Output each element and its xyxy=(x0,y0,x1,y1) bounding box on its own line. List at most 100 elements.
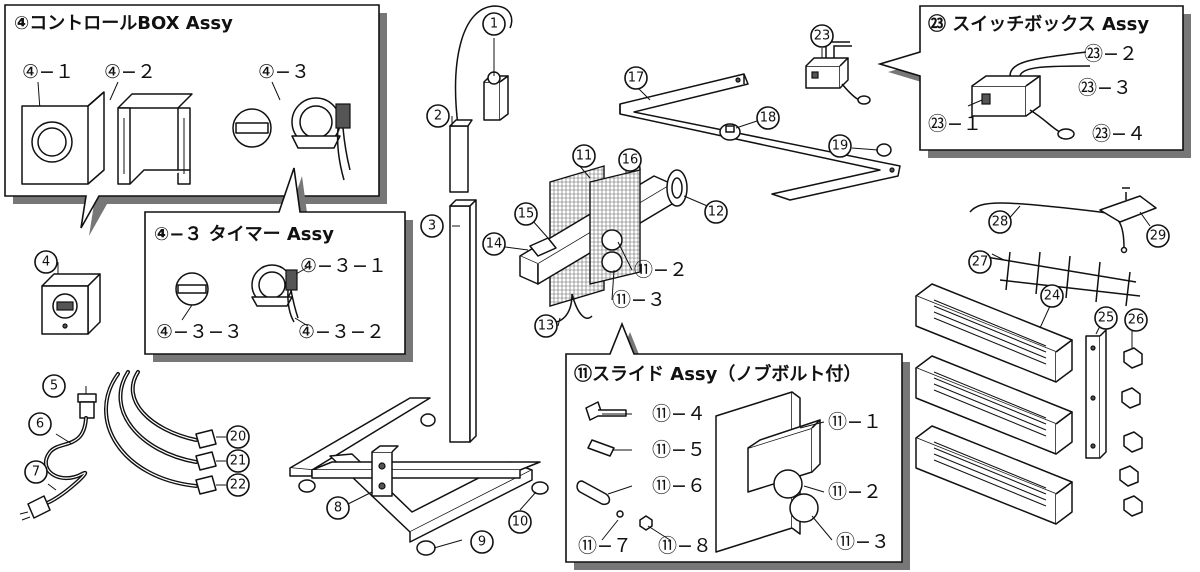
main-callout-11-3: ⑪−３ xyxy=(612,289,666,311)
timer-knob xyxy=(232,108,272,148)
part-marker-26: 26 xyxy=(1124,308,1148,332)
slide-assy-panel: ⑪スライド Assy（ノブボルト付） ⑪−４ ⑪−５ ⑪−６ ⑪−７ ⑪−８ ⑪… xyxy=(565,321,910,570)
part-marker-3: 3 xyxy=(420,214,444,238)
callout-23-2: ㉓−２ xyxy=(1084,43,1138,65)
svg-text:9: 9 xyxy=(478,535,486,550)
heater-panel-1 xyxy=(915,283,1073,383)
part-marker-21: 21 xyxy=(226,449,250,473)
svg-text:25: 25 xyxy=(1098,311,1115,326)
part-marker-7: 7 xyxy=(24,460,48,484)
heater-panel-3 xyxy=(915,425,1073,525)
svg-text:29: 29 xyxy=(1150,229,1167,244)
timer-unit-small xyxy=(251,264,299,323)
callout-4-3: ④−３ xyxy=(258,61,310,83)
callout-4-1: ④−１ xyxy=(22,61,74,83)
lamp-frame xyxy=(619,73,901,201)
callout-11-2: ⑪−２ xyxy=(828,481,882,503)
part-marker-2: 2 xyxy=(426,104,450,128)
callout-4-3-3: ④−３−３ xyxy=(156,321,243,343)
svg-text:6: 6 xyxy=(36,417,44,432)
stand-pole-upper xyxy=(449,5,513,193)
power-cord xyxy=(19,393,97,521)
svg-text:19: 19 xyxy=(832,139,849,154)
part-marker-10: 10 xyxy=(508,510,532,534)
svg-text:23: 23 xyxy=(814,29,831,44)
bracket-plate xyxy=(1085,329,1107,459)
part-marker-25: 25 xyxy=(1094,306,1118,330)
part-marker-9: 9 xyxy=(470,530,494,554)
callout-11-7: ⑪−７ xyxy=(578,535,632,557)
part-marker-16: 16 xyxy=(618,148,642,172)
svg-text:14: 14 xyxy=(486,237,503,252)
part-marker-22: 22 xyxy=(226,473,250,497)
lamp-hanger xyxy=(483,71,509,121)
control-box-front xyxy=(21,91,105,185)
svg-text:1: 1 xyxy=(490,17,498,32)
part-marker-28: 28 xyxy=(988,210,1012,234)
part-marker-23: 23 xyxy=(810,24,834,48)
callout-11-4: ⑪−４ xyxy=(652,403,706,425)
callout-11-3: ⑪−３ xyxy=(836,531,890,553)
lamp-cables xyxy=(104,370,217,495)
part-marker-5: 5 xyxy=(42,374,66,398)
svg-text:8: 8 xyxy=(334,501,342,516)
heater-panel-2 xyxy=(915,355,1073,455)
part-marker-19: 19 xyxy=(828,134,852,158)
part-marker-18: 18 xyxy=(756,106,780,130)
heater-wire xyxy=(969,187,1157,254)
svg-text:12: 12 xyxy=(708,205,725,220)
svg-text:28: 28 xyxy=(992,215,1009,230)
callout-11-1: ⑪−１ xyxy=(828,411,882,433)
control-box-title: ④コントロールBOX Assy xyxy=(14,13,233,34)
callout-23-4: ㉓−４ xyxy=(1092,123,1146,145)
svg-text:7: 7 xyxy=(32,465,40,480)
part-marker-4: 4 xyxy=(34,250,58,274)
part-marker-24: 24 xyxy=(1040,284,1064,308)
timer-assy-panel: ④−３ タイマー Assy ④−３−１ ④−３−２ ④−３−３ xyxy=(144,167,413,362)
part-marker-6: 6 xyxy=(28,412,52,436)
callout-11-8: ⑪−８ xyxy=(658,535,712,557)
callout-23-1: ㉓−１ xyxy=(928,113,982,135)
part-marker-13: 13 xyxy=(534,314,558,338)
svg-text:26: 26 xyxy=(1128,313,1145,328)
timer-unit xyxy=(291,97,351,181)
stand-base xyxy=(289,397,549,556)
svg-text:24: 24 xyxy=(1044,289,1061,304)
svg-text:27: 27 xyxy=(972,255,989,270)
stand-pole-lower xyxy=(449,199,477,443)
svg-text:21: 21 xyxy=(230,454,247,469)
part-marker-8: 8 xyxy=(326,496,350,520)
part-marker-20: 20 xyxy=(226,425,250,449)
switch-box-assy-panel: ㉓ スイッチボックス Assy ㉓−２ ㉓−３ ㉓−１ ㉓−４ xyxy=(877,5,1191,158)
svg-text:3: 3 xyxy=(428,219,436,234)
svg-text:16: 16 xyxy=(622,153,639,168)
part-marker-27: 27 xyxy=(968,250,992,274)
main-callout-11-2: ⑪−２ xyxy=(634,259,688,281)
svg-text:11: 11 xyxy=(576,149,593,164)
callout-11-6: ⑪−６ xyxy=(652,475,706,497)
svg-text:2: 2 xyxy=(434,109,442,124)
control-box-cover xyxy=(117,93,193,185)
control-box-assy-panel: ④コントロールBOX Assy ④−１ ④−２ ④−３ xyxy=(4,4,387,236)
slide-plate-detail xyxy=(715,391,821,553)
part-marker-15: 15 xyxy=(514,202,538,226)
part-marker-17: 17 xyxy=(624,66,648,90)
timer-knob-small xyxy=(175,272,209,306)
svg-text:10: 10 xyxy=(512,515,529,530)
switch-box-title: ㉓ スイッチボックス Assy xyxy=(928,13,1149,35)
part-marker-14: 14 xyxy=(482,232,506,256)
svg-text:4: 4 xyxy=(42,255,50,270)
part-marker-29: 29 xyxy=(1146,224,1170,248)
slide-title: ⑪スライド Assy（ノブボルト付） xyxy=(574,363,861,385)
part-marker-1: 1 xyxy=(482,12,506,36)
callout-23-3: ㉓−３ xyxy=(1078,77,1132,99)
callout-4-2: ④−２ xyxy=(104,61,156,83)
control-box-4 xyxy=(41,273,101,335)
svg-text:15: 15 xyxy=(518,207,535,222)
part-marker-12: 12 xyxy=(704,200,728,224)
callout-11-5: ⑪−５ xyxy=(652,439,706,461)
switch-box-small xyxy=(805,41,871,105)
guard-grid xyxy=(979,251,1141,307)
svg-text:13: 13 xyxy=(538,319,555,334)
